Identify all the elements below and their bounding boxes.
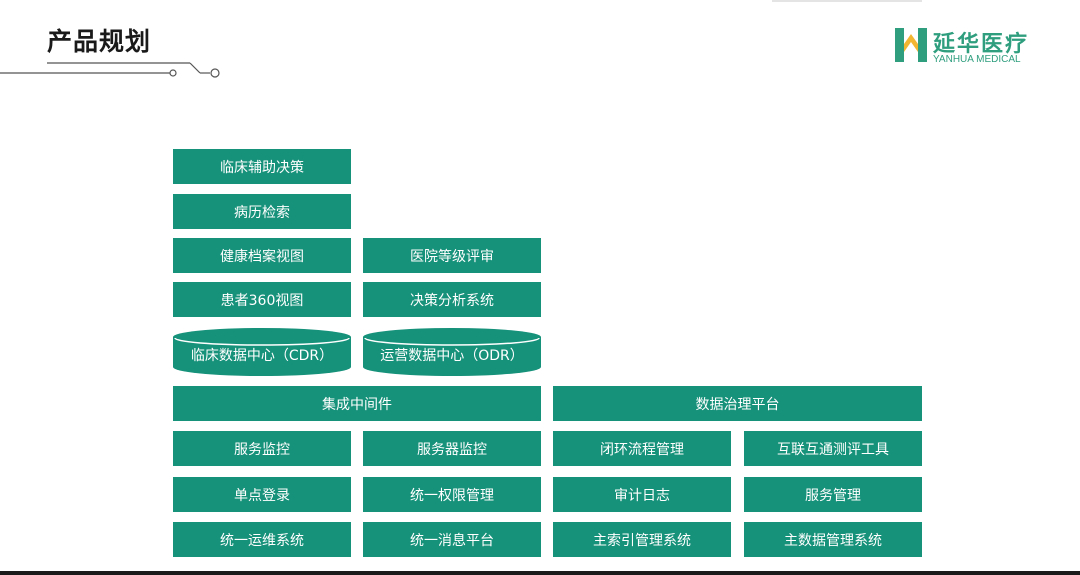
governance-box-audit-log: 审计日志 <box>553 477 731 512</box>
cdr-database-cylinder: 临床数据中心（CDR） <box>173 328 351 376</box>
app-box-record-search: 病历检索 <box>173 194 351 229</box>
app-box-hospital-rating: 医院等级评审 <box>363 238 541 273</box>
app-box-patient-360-view: 患者360视图 <box>173 282 351 317</box>
governance-box-interop-test: 互联互通测评工具 <box>744 431 922 466</box>
top-divider <box>772 0 922 2</box>
logo-chinese-name: 延华医疗 <box>933 32 1030 57</box>
app-box-health-record-view: 健康档案视图 <box>173 238 351 273</box>
integration-box-sso: 单点登录 <box>173 477 351 512</box>
bottom-divider <box>0 571 1080 575</box>
integration-box-service-monitor: 服务监控 <box>173 431 351 466</box>
integration-box-messaging: 统一消息平台 <box>363 522 541 557</box>
logo-mark-icon <box>895 28 927 62</box>
integration-box-permissions: 统一权限管理 <box>363 477 541 512</box>
governance-box-closed-loop: 闭环流程管理 <box>553 431 731 466</box>
integration-middleware-header: 集成中间件 <box>173 386 541 421</box>
logo-english-name: YANHUA MEDICAL <box>933 54 1021 65</box>
page-title: 产品规划 <box>47 27 152 56</box>
app-box-clinical-decision: 临床辅助决策 <box>173 149 351 184</box>
database-icon <box>173 328 351 376</box>
database-icon <box>363 328 541 376</box>
odr-label: 运营数据中心（ODR） <box>380 348 524 364</box>
title-underline-decoration <box>0 62 220 78</box>
governance-box-master-index: 主索引管理系统 <box>553 522 731 557</box>
integration-box-server-monitor: 服务器监控 <box>363 431 541 466</box>
data-governance-header: 数据治理平台 <box>553 386 922 421</box>
integration-box-ops: 统一运维系统 <box>173 522 351 557</box>
app-box-decision-analysis: 决策分析系统 <box>363 282 541 317</box>
governance-box-service-mgmt: 服务管理 <box>744 477 922 512</box>
odr-database-cylinder: 运营数据中心（ODR） <box>363 328 541 376</box>
governance-box-master-data: 主数据管理系统 <box>744 522 922 557</box>
cdr-label: 临床数据中心（CDR） <box>190 348 334 364</box>
